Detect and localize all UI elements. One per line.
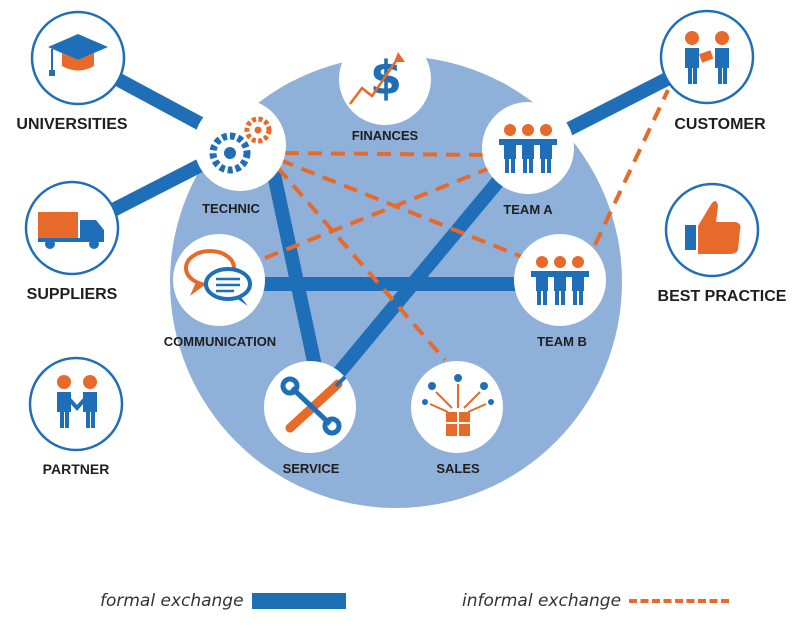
- node-best-practice: BEST PRACTICE: [658, 182, 787, 305]
- node-label-team-a: TEAM A: [503, 202, 553, 217]
- node-label-partner: PARTNER: [43, 461, 110, 477]
- dollar-growth-icon: $: [349, 51, 405, 105]
- node-finances: $ FINANCES: [339, 33, 431, 143]
- node-service: SERVICE: [264, 361, 356, 476]
- node-label-suppliers: SUPPLIERS: [27, 286, 118, 303]
- node-suppliers: SUPPLIERS: [24, 180, 120, 303]
- informal-link-communication-team-a: [264, 166, 491, 260]
- informal-link-technic-sales: [276, 166, 447, 362]
- gears-icon: [209, 116, 272, 174]
- node-team-b: TEAM B: [514, 234, 606, 349]
- gift-distribution-icon: [422, 374, 494, 436]
- team-icon: [531, 256, 589, 305]
- legend-informal-label: informal exchange: [462, 591, 622, 611]
- node-universities: UNIVERSITIES: [16, 10, 128, 133]
- team-icon: [499, 124, 557, 173]
- node-technic: TECHNIC: [194, 99, 286, 216]
- thumbs-up-icon: [685, 201, 741, 254]
- node-label-team-b: TEAM B: [537, 334, 587, 349]
- node-label-communication: COMMUNICATION: [164, 334, 276, 349]
- node-label-technic: TECHNIC: [202, 201, 260, 216]
- legend-formal-swatch: [251, 593, 346, 609]
- legend-informal: informal exchange: [462, 588, 730, 614]
- node-label-customer: CUSTOMER: [674, 116, 766, 133]
- node-label-best-practice: BEST PRACTICE: [658, 288, 787, 305]
- node-communication: COMMUNICATION: [164, 234, 276, 349]
- speech-bubbles-icon: [184, 249, 252, 306]
- informal-link-team-b-customer: [593, 89, 670, 246]
- node-team-a: TEAM A: [482, 102, 574, 217]
- node-label-sales: SALES: [436, 461, 480, 476]
- legend-formal-label: formal exchange: [100, 591, 244, 611]
- node-sales: SALES: [411, 361, 503, 476]
- node-partner: PARTNER: [28, 356, 124, 477]
- tools-icon: [280, 375, 347, 436]
- legend-informal-swatch: [629, 599, 730, 603]
- node-label-universities: UNIVERSITIES: [16, 116, 127, 133]
- truck-icon: [38, 212, 104, 249]
- node-label-finances: FINANCES: [352, 128, 419, 143]
- informal-connections: [264, 89, 670, 362]
- node-label-service: SERVICE: [283, 461, 340, 476]
- handover-icon: [685, 31, 729, 84]
- partners-icon: [57, 375, 97, 428]
- legend-formal: formal exchange: [100, 588, 346, 614]
- graduation-cap-icon: [48, 34, 108, 76]
- informal-link-technic-team-a: [284, 151, 491, 157]
- formal-link-technic-service: [265, 163, 325, 382]
- node-customer: CUSTOMER: [659, 9, 766, 133]
